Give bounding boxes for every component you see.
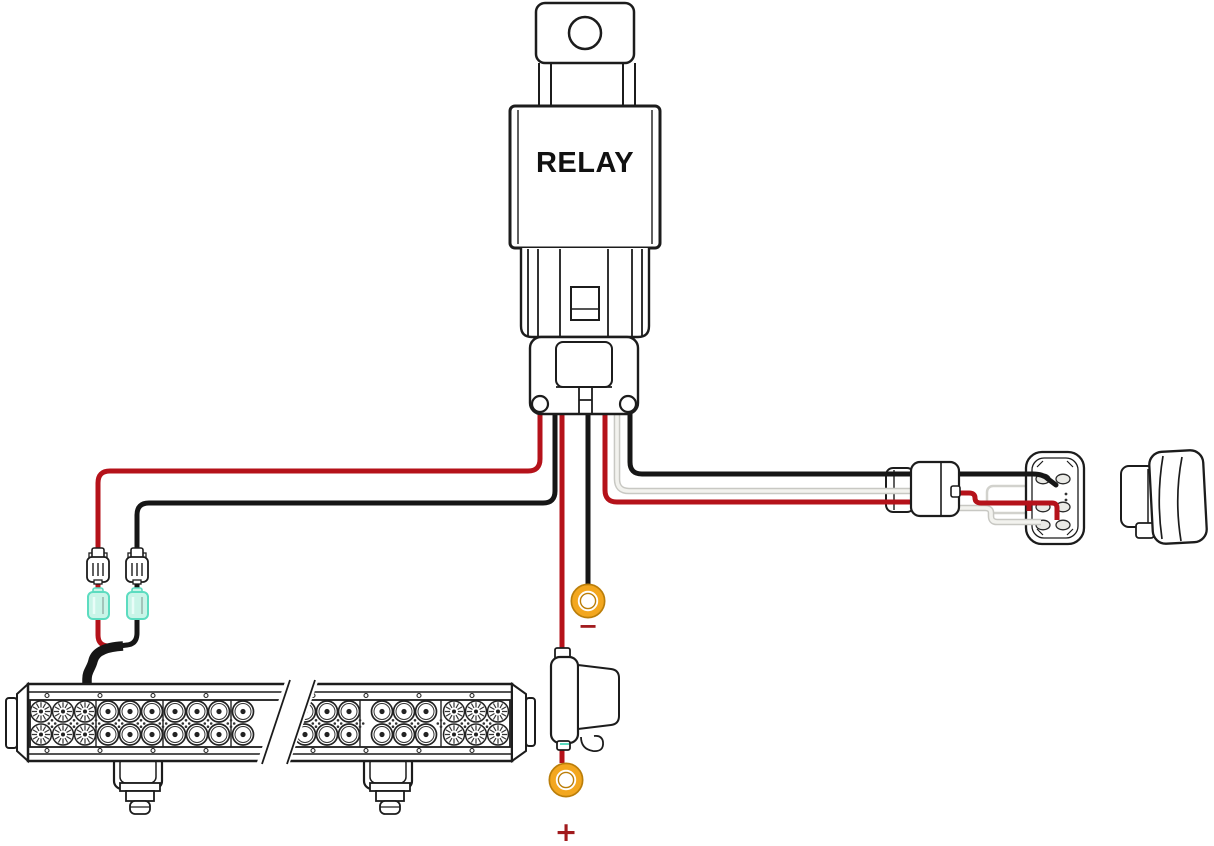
relay-pin-block: [519, 248, 651, 339]
lightbar-bracket-right: [362, 753, 414, 815]
wire-switch-white-edge: [613, 412, 1041, 526]
positive-label: +: [555, 817, 578, 846]
spade-connector-male-red: [86, 547, 110, 585]
rocker-switch-3d: [1120, 449, 1208, 545]
inline-fuse-holder-switch: [909, 460, 961, 518]
wire-switch-red: [602, 412, 1032, 511]
spade-connector-female-black: [126, 587, 149, 620]
switch-terminal: [1055, 473, 1071, 485]
negative-label: −: [578, 612, 598, 640]
relay-mounting-tab: [534, 1, 636, 106]
relay-socket: [528, 335, 640, 416]
inline-fuse-holder-battery: [549, 647, 620, 752]
spade-connector-male-black: [125, 547, 149, 585]
lightbar-power-cable: [82, 641, 124, 700]
ring-terminal-positive: [548, 762, 584, 798]
wire-switch-white: [615, 412, 1041, 524]
relay-label: RELAY: [536, 147, 634, 179]
led-light-bar: [5, 676, 536, 768]
lightbar-break-mark: [255, 676, 320, 768]
relay-unit: RELAY: [508, 1, 662, 416]
ghost-connector-housing: [985, 484, 1033, 515]
fuse-lever: [580, 734, 604, 752]
mounting-hole: [567, 15, 603, 51]
wire-lightbar-positive-red: [95, 412, 543, 649]
led-array: [29, 692, 510, 754]
rocker-switch-back: [1024, 450, 1086, 546]
wire-lightbar-negative-black: [118, 412, 558, 649]
lightbar-bracket-left: [112, 753, 164, 815]
ring-terminal-negative: [570, 583, 606, 619]
relay-body: RELAY: [508, 104, 662, 250]
switch-terminal: [1055, 519, 1071, 531]
wire-switch-black: [627, 409, 1059, 488]
spade-connector-female-red: [87, 587, 110, 620]
wire-switch-red-jumper: [1029, 500, 1060, 520]
